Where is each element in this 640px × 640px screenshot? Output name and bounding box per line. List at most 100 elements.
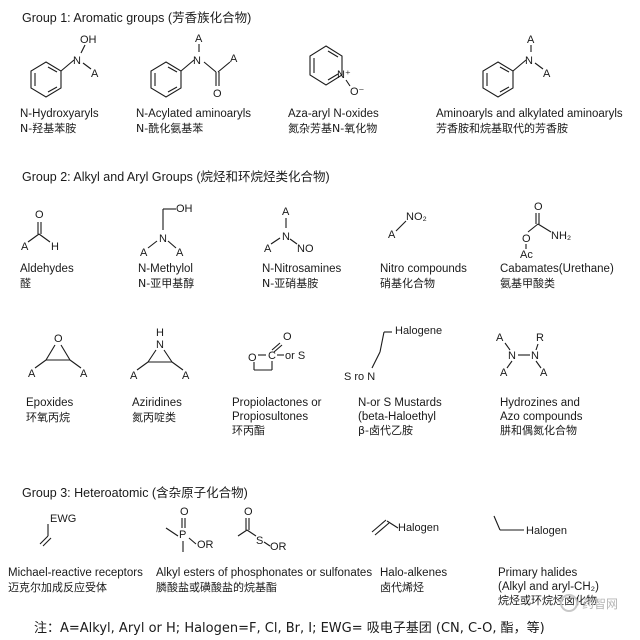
svg-text:A: A: [388, 229, 396, 241]
nitro-compound-structure: A NO₂: [388, 211, 427, 241]
svg-text:Halogen: Halogen: [526, 525, 567, 537]
n-methylol-structure: OH N A A: [140, 203, 193, 259]
svg-text:O: O: [522, 233, 531, 245]
svg-text:N: N: [159, 233, 167, 245]
svg-text:A: A: [80, 368, 88, 380]
svg-text:A: A: [176, 247, 184, 259]
svg-text:O: O: [534, 201, 543, 213]
svg-text:A: A: [496, 332, 504, 344]
group-2-title: Group 2: Alkyl and Aryl Groups (烷烃和环烷烃类化…: [22, 170, 330, 184]
svg-text:OH: OH: [176, 203, 193, 215]
svg-text:H: H: [51, 241, 59, 253]
svg-text:A: A: [21, 241, 29, 253]
svg-text:A: A: [91, 68, 99, 80]
svg-text:N: N: [525, 55, 533, 67]
svg-text:O⁻: O⁻: [350, 86, 365, 98]
svg-text:N: N: [508, 350, 516, 362]
svg-text:Ac: Ac: [520, 249, 533, 261]
watermark: 药智网: [560, 590, 636, 616]
svg-text:R: R: [536, 332, 544, 344]
svg-text:A: A: [28, 368, 36, 380]
aldehyde-structure: O A H: [21, 209, 59, 253]
svg-text:N: N: [193, 55, 201, 67]
michael-acceptor-structure: EWG: [39, 513, 76, 547]
svg-text:O: O: [244, 506, 253, 518]
aza-aryl-n-oxide-structure: N⁺ O⁻: [309, 45, 365, 98]
svg-text:C: C: [268, 350, 276, 362]
propiolactone-structure: O C or S O: [248, 331, 305, 371]
watermark-text: 药智网: [582, 596, 619, 611]
svg-text:A: A: [282, 206, 290, 218]
svg-text:A: A: [130, 370, 138, 382]
svg-text:OR: OR: [270, 541, 287, 553]
svg-text:OR: OR: [197, 539, 214, 551]
svg-text:or S: or S: [285, 350, 305, 362]
svg-text:A: A: [527, 34, 535, 46]
carbamates-caption: Cabamates(Urethane)氨基甲酸类: [500, 263, 614, 290]
group-3-title: Group 3: Heteroatomic (含杂原子化合物): [22, 486, 248, 500]
mustard-structure: Halogene S ro N: [344, 325, 442, 383]
svg-text:A: A: [500, 367, 508, 379]
svg-text:O: O: [248, 352, 257, 364]
svg-text:Halogene: Halogene: [395, 325, 442, 337]
mustards-caption: N-or S Mustards (beta-Haloethyl β-卤代乙胺: [358, 397, 442, 437]
svg-text:H: H: [156, 327, 164, 339]
group-1-title: Group 1: Aromatic groups (芳香族化合物): [22, 11, 252, 25]
aminoaryl-structure: N A A: [482, 34, 551, 98]
svg-text:O: O: [35, 209, 44, 221]
svg-text:A: A: [195, 33, 203, 45]
svg-text:O: O: [180, 506, 189, 518]
svg-text:A: A: [182, 370, 190, 382]
svg-text:N⁺: N⁺: [337, 69, 351, 81]
watermark-logo-icon: [560, 594, 578, 612]
svg-text:OH: OH: [80, 34, 97, 46]
svg-text:N: N: [156, 339, 164, 351]
svg-text:N: N: [282, 231, 290, 243]
phosphonate-sulfonate-caption: Alkyl esters of phosphonates or sulfonat…: [156, 567, 373, 594]
svg-text:NO₂: NO₂: [406, 211, 427, 223]
svg-text:Halogen: Halogen: [398, 522, 439, 534]
svg-text:A: A: [230, 53, 238, 65]
propiolactones-caption: Propiolactones or Propiosultones 环丙酯: [232, 397, 322, 437]
svg-text:EWG: EWG: [50, 513, 76, 525]
phosphonate-ester-structure: O P OR: [165, 506, 214, 552]
svg-text:N: N: [531, 350, 539, 362]
carbamate-structure: O NH₂ O Ac: [520, 201, 571, 261]
svg-text:O: O: [54, 333, 63, 345]
primary-halide-structure: Halogen: [493, 515, 567, 537]
svg-text:A: A: [543, 68, 551, 80]
svg-text:NH₂: NH₂: [551, 230, 571, 242]
svg-text:P: P: [179, 529, 186, 541]
n-acylated-aminoaryl-structure: N A O A: [150, 33, 238, 100]
hydrazines-caption: Hydrozines and Azo compounds 肼和偶氮化合物: [500, 397, 583, 437]
n-hydroxyaryl-structure: N OH A: [30, 34, 99, 98]
sulfonate-ester-structure: O S OR: [237, 506, 287, 553]
aziridine-structure: H N A A: [130, 327, 190, 382]
svg-text:A: A: [264, 243, 272, 255]
svg-text:S: S: [256, 535, 263, 547]
halo-alkene-structure: Halogen: [371, 519, 439, 536]
n-nitrosamine-structure: A N A NO: [264, 206, 314, 255]
epoxide-structure: O A A: [28, 333, 88, 380]
svg-text:O: O: [283, 331, 292, 343]
hydrazine-structure: A R N N A A: [496, 332, 548, 379]
svg-text:A: A: [540, 367, 548, 379]
svg-text:N: N: [73, 55, 81, 67]
svg-text:A: A: [140, 247, 148, 259]
svg-text:S ro N: S ro N: [344, 371, 375, 383]
footnote: 注：A=Alkyl, Aryl or H; Halogen=F, Cl, Br,…: [34, 621, 545, 636]
svg-text:O: O: [213, 88, 222, 100]
svg-text:NO: NO: [297, 243, 314, 255]
